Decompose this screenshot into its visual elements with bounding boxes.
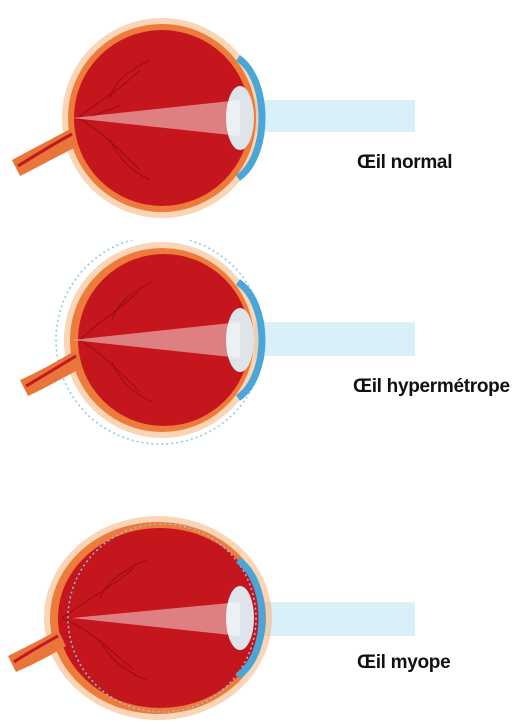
hyperopia-eye-diagram: Œil hypermétrope — [0, 240, 526, 480]
hyperopia-eye-illustration — [0, 240, 526, 480]
normal-eye-illustration — [0, 0, 526, 240]
light-beam — [255, 322, 415, 356]
diagram-caption: Œil hypermétrope — [353, 376, 510, 398]
light-beam — [255, 602, 415, 636]
diagram-caption: Œil normal — [357, 152, 452, 174]
myopia-eye-diagram: Œil myope — [0, 484, 526, 724]
myopia-eye-illustration — [0, 484, 526, 724]
light-beam — [255, 100, 415, 132]
normal-eye-diagram: Œil normal — [0, 0, 526, 240]
diagram-caption: Œil myope — [357, 652, 450, 674]
